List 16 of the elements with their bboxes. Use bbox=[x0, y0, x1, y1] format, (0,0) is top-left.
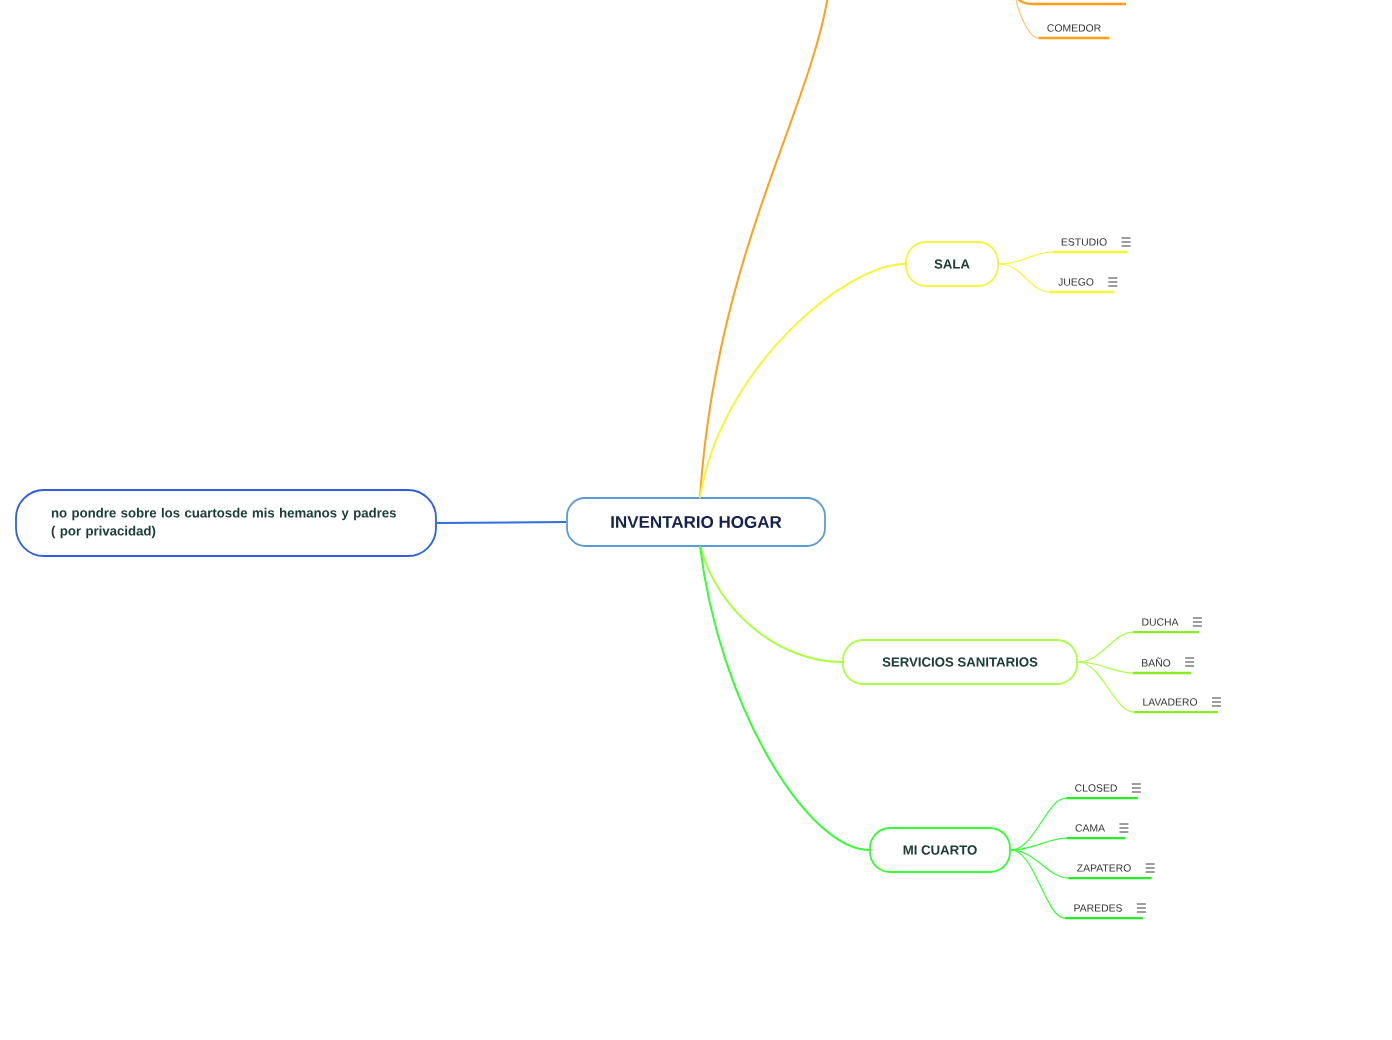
branch-line bbox=[998, 251, 1054, 265]
branch-line bbox=[699, 263, 907, 499]
branch-line bbox=[435, 521, 568, 524]
branch-line bbox=[998, 263, 1051, 293]
branch-line bbox=[1010, 849, 1069, 879]
branch-line bbox=[1010, 837, 1068, 851]
branch-line bbox=[1015, 0, 1040, 39]
branch-line bbox=[1077, 661, 1134, 674]
branch-line bbox=[699, 545, 871, 851]
branch-line bbox=[699, 0, 829, 499]
branch-line bbox=[1010, 797, 1067, 851]
branch-line bbox=[699, 545, 844, 663]
branch-line bbox=[1077, 661, 1135, 713]
branch-line bbox=[1010, 849, 1066, 919]
central-topic-box: INVENTARIO HOGAR bbox=[566, 497, 826, 547]
branch-line bbox=[1077, 631, 1134, 663]
